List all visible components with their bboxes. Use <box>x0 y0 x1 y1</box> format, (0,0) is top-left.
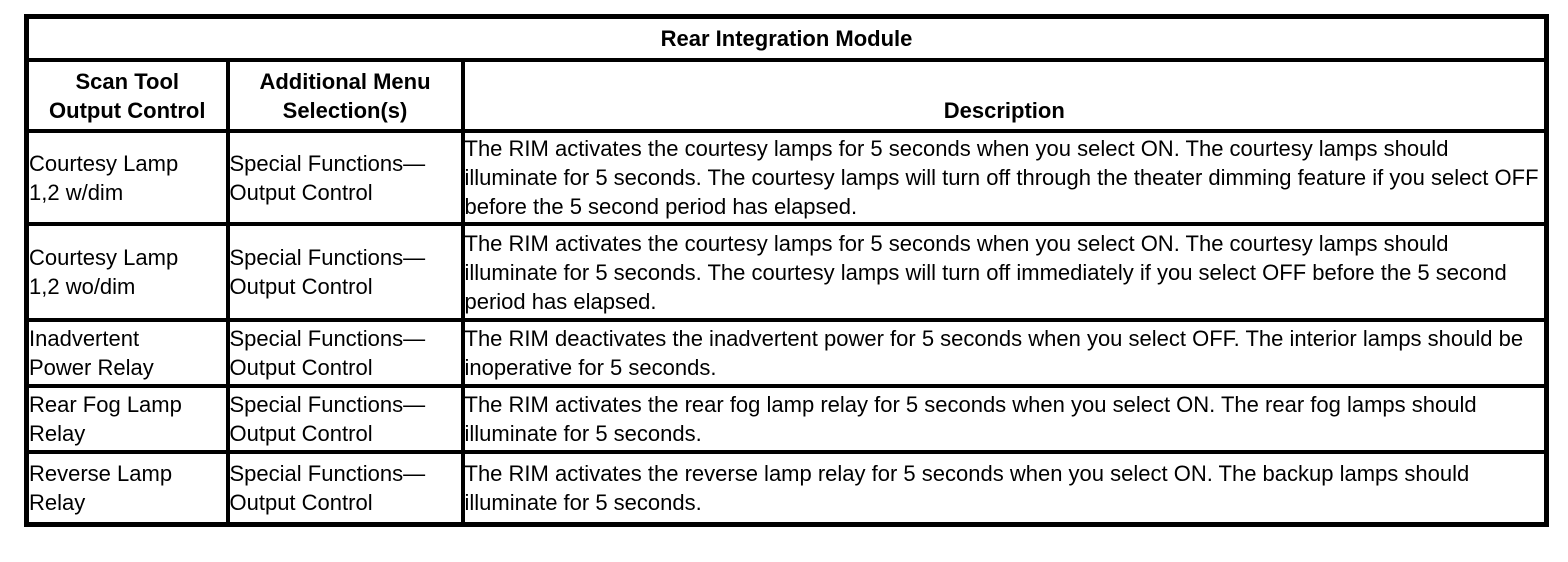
cell-menu-selection: Special Functions— Output Control <box>225 129 465 226</box>
cell-output-control: Rear Fog Lamp Relay <box>24 384 230 454</box>
cell-description: The RIM activates the courtesy lamps for… <box>460 222 1549 322</box>
table-title: Rear Integration Module <box>24 14 1549 62</box>
cell-description: The RIM activates the courtesy lamps for… <box>460 129 1549 226</box>
table-row: Inadvertent Power Relay Special Function… <box>24 318 1549 388</box>
cell-menu-selection: Special Functions— Output Control <box>225 450 465 527</box>
table-row: Rear Fog Lamp Relay Special Functions— O… <box>24 384 1549 454</box>
cell-output-control: Reverse Lamp Relay <box>24 450 230 527</box>
table-row: Reverse Lamp Relay Special Functions— Ou… <box>24 450 1549 527</box>
cell-description: The RIM activates the reverse lamp relay… <box>460 450 1549 527</box>
table-title-row: Rear Integration Module <box>24 14 1549 62</box>
column-header-description: Description <box>460 58 1549 133</box>
cell-output-control: Inadvertent Power Relay <box>24 318 230 388</box>
column-header-scan-tool-output-control: Scan Tool Output Control <box>24 58 230 133</box>
table-row: Courtesy Lamp 1,2 wo/dim Special Functio… <box>24 222 1549 322</box>
cell-output-control: Courtesy Lamp 1,2 wo/dim <box>24 222 230 322</box>
rim-table: Rear Integration Module Scan Tool Output… <box>24 14 1550 527</box>
cell-output-control: Courtesy Lamp 1,2 w/dim <box>24 129 230 226</box>
cell-menu-selection: Special Functions— Output Control <box>225 222 465 322</box>
table-header-row: Scan Tool Output Control Additional Menu… <box>24 58 1549 133</box>
cell-description: The RIM activates the rear fog lamp rela… <box>460 384 1549 454</box>
cell-menu-selection: Special Functions— Output Control <box>225 318 465 388</box>
cell-description: The RIM deactivates the inadvertent powe… <box>460 318 1549 388</box>
table-row: Courtesy Lamp 1,2 w/dim Special Function… <box>24 129 1549 226</box>
cell-menu-selection: Special Functions— Output Control <box>225 384 465 454</box>
column-header-additional-menu-selection: Additional Menu Selection(s) <box>225 58 465 133</box>
